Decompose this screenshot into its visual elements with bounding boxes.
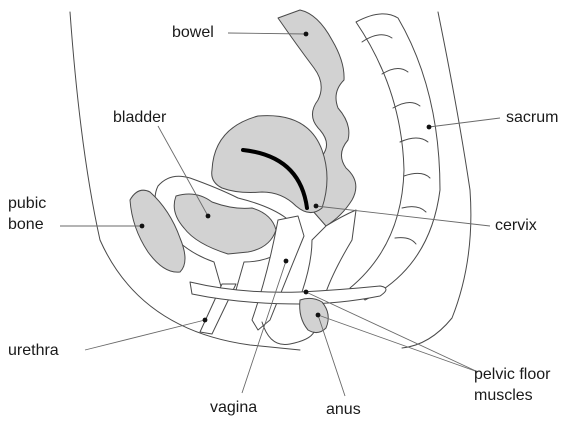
dot-vagina bbox=[284, 259, 289, 264]
label-bladder: bladder bbox=[113, 107, 166, 128]
leader-pelvic-floor bbox=[306, 292, 478, 372]
sacrum bbox=[350, 14, 440, 300]
leader-pelvic-floor-2 bbox=[318, 315, 478, 372]
dot-pubic-bone bbox=[140, 224, 145, 229]
dot-pelvic-floor bbox=[304, 290, 309, 295]
dot-anus bbox=[316, 313, 321, 318]
leader-anus bbox=[318, 315, 345, 396]
dot-bladder bbox=[206, 214, 211, 219]
leader-urethra bbox=[85, 320, 205, 350]
label-pubic-bone-line1: pubic bbox=[8, 193, 46, 214]
label-pubic-bone-line2: bone bbox=[8, 214, 44, 235]
label-sacrum: sacrum bbox=[506, 107, 558, 128]
label-pelvic-floor-line1: pelvic floor bbox=[474, 364, 550, 385]
label-anus: anus bbox=[326, 399, 361, 420]
dot-cervix bbox=[314, 204, 319, 209]
dot-urethra bbox=[203, 318, 208, 323]
dot-bowel bbox=[304, 32, 309, 37]
label-vagina: vagina bbox=[210, 397, 257, 418]
label-bowel: bowel bbox=[172, 22, 214, 43]
label-cervix: cervix bbox=[495, 215, 537, 236]
label-pelvic-floor-line2: muscles bbox=[474, 385, 533, 406]
leader-sacrum bbox=[429, 118, 500, 127]
dot-sacrum bbox=[427, 125, 432, 130]
label-urethra: urethra bbox=[8, 340, 59, 361]
